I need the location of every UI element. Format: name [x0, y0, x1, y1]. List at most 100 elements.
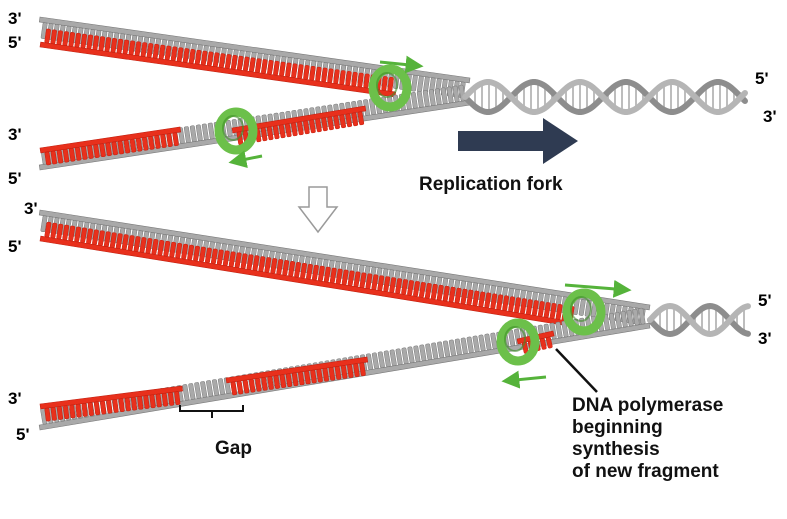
- okazaki-fragment-1: [39, 126, 182, 166]
- okazaki-fragment-1-base: [137, 396, 144, 410]
- okazaki-fragment-2-base: [255, 378, 262, 392]
- lower-template-strand-base: [200, 381, 208, 398]
- leading-new-strand-base: [430, 283, 438, 300]
- leading-new-strand-base: [255, 58, 262, 73]
- okazaki-fragment-1-bases: [44, 391, 181, 422]
- end-label-bottom-lower-3: 3': [8, 389, 22, 408]
- lower-template-strand-base: [416, 91, 424, 108]
- lower-template-strand-base: [395, 348, 403, 366]
- leading-new-strand-base: [267, 60, 274, 75]
- leading-new-strand-base: [127, 235, 135, 251]
- lower-template-strand-base: [620, 310, 628, 328]
- gap-bracket: [179, 405, 244, 418]
- okazaki-fragment-1-base: [93, 401, 101, 416]
- okazaki-fragment-1-base: [105, 142, 112, 157]
- lower-template-strand-base: [440, 87, 448, 105]
- okazaki-fragment-2-base: [345, 113, 352, 128]
- end-label-bottom-upper-3: 3': [24, 199, 38, 218]
- leading-new-strand-bases: [44, 221, 575, 322]
- leading-new-strand-base: [460, 288, 468, 305]
- okazaki-fragment-2-base: [309, 119, 316, 134]
- okazaki-fragment-1-base: [99, 143, 106, 158]
- leading-new-strand-base: [175, 242, 183, 259]
- leading-new-strand-base: [345, 71, 352, 86]
- leading-new-strand-base: [243, 56, 250, 72]
- okazaki-fragment-2-base: [353, 363, 360, 377]
- okazaki-fragment-1-base: [129, 138, 137, 153]
- leading-new-strand-base: [448, 286, 456, 303]
- lower-template-strand-base: [371, 352, 379, 369]
- leading-new-strand-base: [383, 276, 391, 292]
- lower-template-strand-base: [407, 346, 415, 364]
- upper-template-strand-backbone: [38, 16, 471, 84]
- leading-new-strand-base: [321, 67, 328, 83]
- okazaki-fragment-1-base: [154, 135, 161, 149]
- okazaki-fragment-2-base: [351, 112, 359, 127]
- leading-new-strand-base: [145, 238, 153, 254]
- polymerase-clamp-icon-leading: [368, 64, 412, 112]
- lower-template-strand-base: [422, 90, 430, 107]
- okazaki-fragment-2-base: [303, 120, 310, 135]
- leading-new-strand-base: [115, 233, 123, 249]
- leading-new-strand-base: [74, 32, 81, 48]
- helix-top-strand-b: [462, 79, 748, 115]
- leading-new-strand-base: [68, 225, 76, 242]
- okazaki-fragment-2-base: [333, 115, 340, 130]
- leading-new-strand-base: [285, 62, 292, 78]
- leading-new-strand-base: [496, 294, 504, 311]
- leading-new-strand-base: [261, 59, 268, 74]
- leading-new-strand-base: [68, 32, 75, 47]
- leading-new-strand-base: [92, 35, 100, 51]
- lower-template-strand-base: [223, 377, 231, 394]
- leading-new-strand-base: [218, 53, 226, 68]
- leading-new-strand-base: [104, 37, 112, 52]
- leading-new-strand-base: [297, 64, 304, 79]
- lower-template-strand-base: [626, 309, 634, 327]
- leading-new-strand-base: [543, 302, 551, 318]
- leading-new-strand-base: [442, 285, 450, 302]
- okazaki-fragment-1-base: [56, 149, 64, 164]
- direction-arrow-lagging: [501, 370, 547, 389]
- okazaki-fragment-1-base: [50, 407, 57, 421]
- leading-new-strand-base: [237, 55, 244, 71]
- lower-template-strand-base: [410, 92, 418, 109]
- lower-template-strand-base: [437, 341, 445, 359]
- okazaki-fragment-2-base: [321, 117, 328, 132]
- lower-template-strand-base: [428, 89, 436, 106]
- okazaki-fragment-2-base: [359, 362, 366, 377]
- leading-new-strand-base: [86, 34, 94, 50]
- helix-bottom-strand-b: [647, 302, 751, 338]
- leading-new-strand-base: [216, 249, 224, 266]
- leading-new-strand-base: [252, 255, 260, 271]
- leading-new-strand-base: [359, 272, 367, 289]
- leading-new-strand-base: [98, 36, 106, 51]
- okazaki-fragment-2-base: [260, 127, 268, 142]
- leading-new-strand-base: [193, 245, 200, 262]
- leading-new-strand-base: [291, 63, 298, 78]
- leading-new-strand-base: [341, 269, 349, 286]
- end-label-top-lower-5: 5': [8, 169, 22, 188]
- okazaki-fragment-2-base: [347, 364, 354, 378]
- leading-new-strand-base: [401, 279, 408, 295]
- leading-new-strand-base: [395, 278, 403, 294]
- okazaki-fragment-2-base: [334, 366, 342, 380]
- leading-new-strand-base: [312, 264, 319, 281]
- okazaki-fragment-1-base: [87, 402, 94, 416]
- okazaki-fragment-2-backbone: [231, 105, 367, 134]
- lower-template-strand-base: [561, 320, 569, 338]
- lower-template-strand-base: [183, 126, 191, 143]
- okazaki-fragment-1-base: [81, 146, 88, 160]
- leading-new-strand-base: [206, 51, 214, 67]
- leading-new-strand-base: [62, 224, 70, 241]
- leading-new-strand-base: [282, 260, 290, 276]
- end-label-bottom-right-5: 5': [758, 291, 772, 310]
- leading-new-strand-base: [357, 72, 364, 88]
- leading-new-strand-base: [80, 33, 87, 49]
- leading-new-strand-base: [335, 268, 343, 285]
- okazaki-fragment-2-base: [291, 122, 298, 137]
- lower-template-strand-base: [383, 350, 391, 368]
- lower-template-strand-base: [225, 119, 233, 137]
- lower-template-strand-base: [206, 380, 214, 397]
- okazaki-fragment-1-base: [63, 405, 70, 420]
